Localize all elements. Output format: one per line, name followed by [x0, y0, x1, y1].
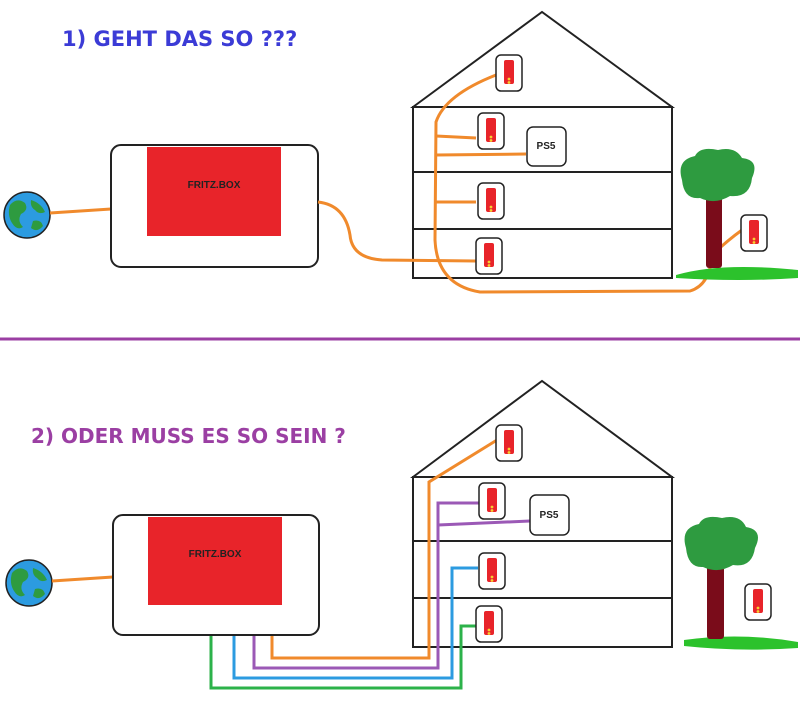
ps5-box — [529, 494, 570, 536]
router-display — [147, 147, 281, 236]
ethernet-cables — [209, 438, 531, 690]
tree-icon — [676, 148, 798, 280]
repeater-icon — [475, 605, 503, 643]
repeater-icon — [744, 583, 772, 621]
ps5-label: PS5 — [537, 141, 556, 152]
repeater-icon — [477, 182, 505, 220]
internet-cable — [49, 207, 112, 215]
ps5-label: PS5 — [540, 510, 559, 521]
repeater-icon — [477, 112, 505, 150]
repeater-icon — [478, 552, 506, 590]
scene-2-title: 2) ODER MUSS ES SO SEIN ? — [31, 424, 346, 448]
router-label: FRITZ.BOX — [188, 180, 241, 191]
repeater-icon — [495, 424, 523, 462]
router-display — [148, 517, 282, 605]
scene-1: 1) GEHT DAS SO ??? FRITZ.BOX — [3, 10, 798, 294]
tree-icon — [684, 516, 798, 650]
globe-icon — [5, 559, 53, 607]
repeater-icon — [740, 214, 768, 252]
scene-1-title: 1) GEHT DAS SO ??? — [62, 27, 297, 51]
repeater-icon — [495, 54, 523, 92]
internet-cable — [51, 575, 114, 583]
repeater-icon — [478, 482, 506, 520]
repeater-icon — [475, 237, 503, 275]
scene-2: 2) ODER MUSS ES SO SEIN ? FRITZ.BOX — [5, 379, 798, 690]
ps5-box — [526, 126, 567, 167]
router-label: FRITZ.BOX — [189, 549, 242, 560]
globe-icon — [3, 191, 51, 239]
